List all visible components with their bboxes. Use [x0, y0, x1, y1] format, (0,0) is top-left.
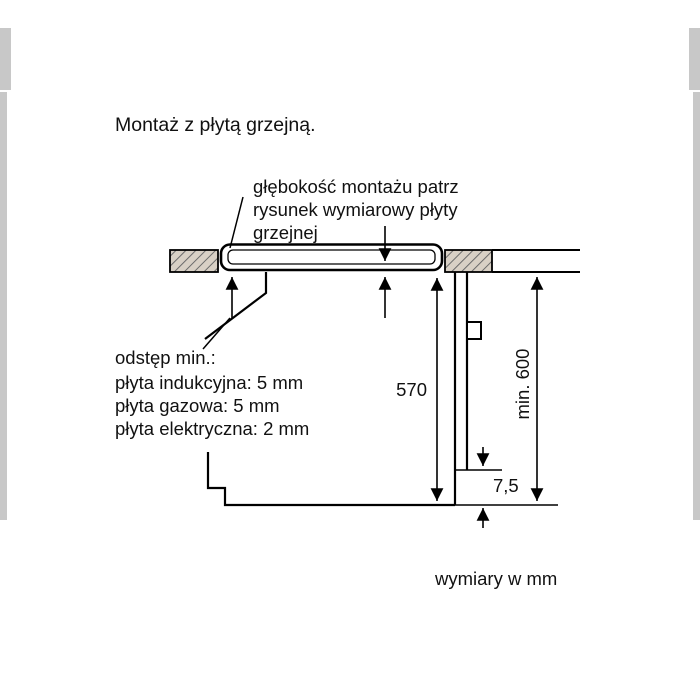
countertop — [169, 249, 580, 273]
oven-outline — [204, 272, 482, 507]
clearance-leader-line — [202, 317, 231, 350]
hob-depth-annotation: głębokość montażu patrz rysunek wymiarow… — [253, 176, 459, 243]
scan-edge-artifacts — [0, 28, 700, 520]
dimension-7-5: 7,5 — [476, 447, 519, 528]
countertop-hatch-left — [169, 249, 219, 273]
countertop-hatch-right — [444, 249, 493, 273]
clearance-annotation-line1: odstęp min.: — [115, 347, 216, 368]
dimension-570-label: 570 — [396, 379, 427, 400]
hob-inner-profile — [227, 249, 436, 265]
scan-artifact-top-right — [689, 28, 700, 90]
clearance-annotation-line2: płyta indukcyjna: 5 mm — [115, 372, 303, 393]
hob-depth-leader-line — [229, 196, 244, 249]
scan-artifact-left — [0, 92, 7, 520]
clearance-annotation-line4: płyta elektryczna: 2 mm — [115, 418, 309, 439]
clearance-annotation: odstęp min.: płyta indukcyjna: 5 mm płyt… — [115, 347, 309, 439]
page-title: Montaż z płytą grzejną. — [115, 114, 316, 136]
dimension-7-5-label: 7,5 — [493, 475, 519, 496]
oven-bottom-edge — [206, 452, 455, 507]
scan-artifact-top-left — [0, 28, 11, 90]
dimension-min-600-label: min. 600 — [512, 349, 533, 420]
hob-depth-annotation-line3: grzejnej — [253, 222, 318, 243]
oven-mounting-bracket — [466, 321, 482, 340]
dimension-570: 570 — [396, 278, 444, 501]
hob-depth-annotation-line1: głębokość montażu patrz — [253, 176, 459, 197]
units-note: wymiary w mm — [434, 568, 557, 589]
oven-top-edge — [204, 272, 268, 340]
dimension-min-600: min. 600 — [512, 277, 544, 501]
hob-depth-annotation-line2: rysunek wymiarowy płyty — [253, 199, 458, 220]
clearance-annotation-line3: płyta gazowa: 5 mm — [115, 395, 280, 416]
hob — [219, 243, 444, 272]
hob-outer-profile — [219, 243, 444, 272]
scan-artifact-right — [693, 92, 700, 520]
